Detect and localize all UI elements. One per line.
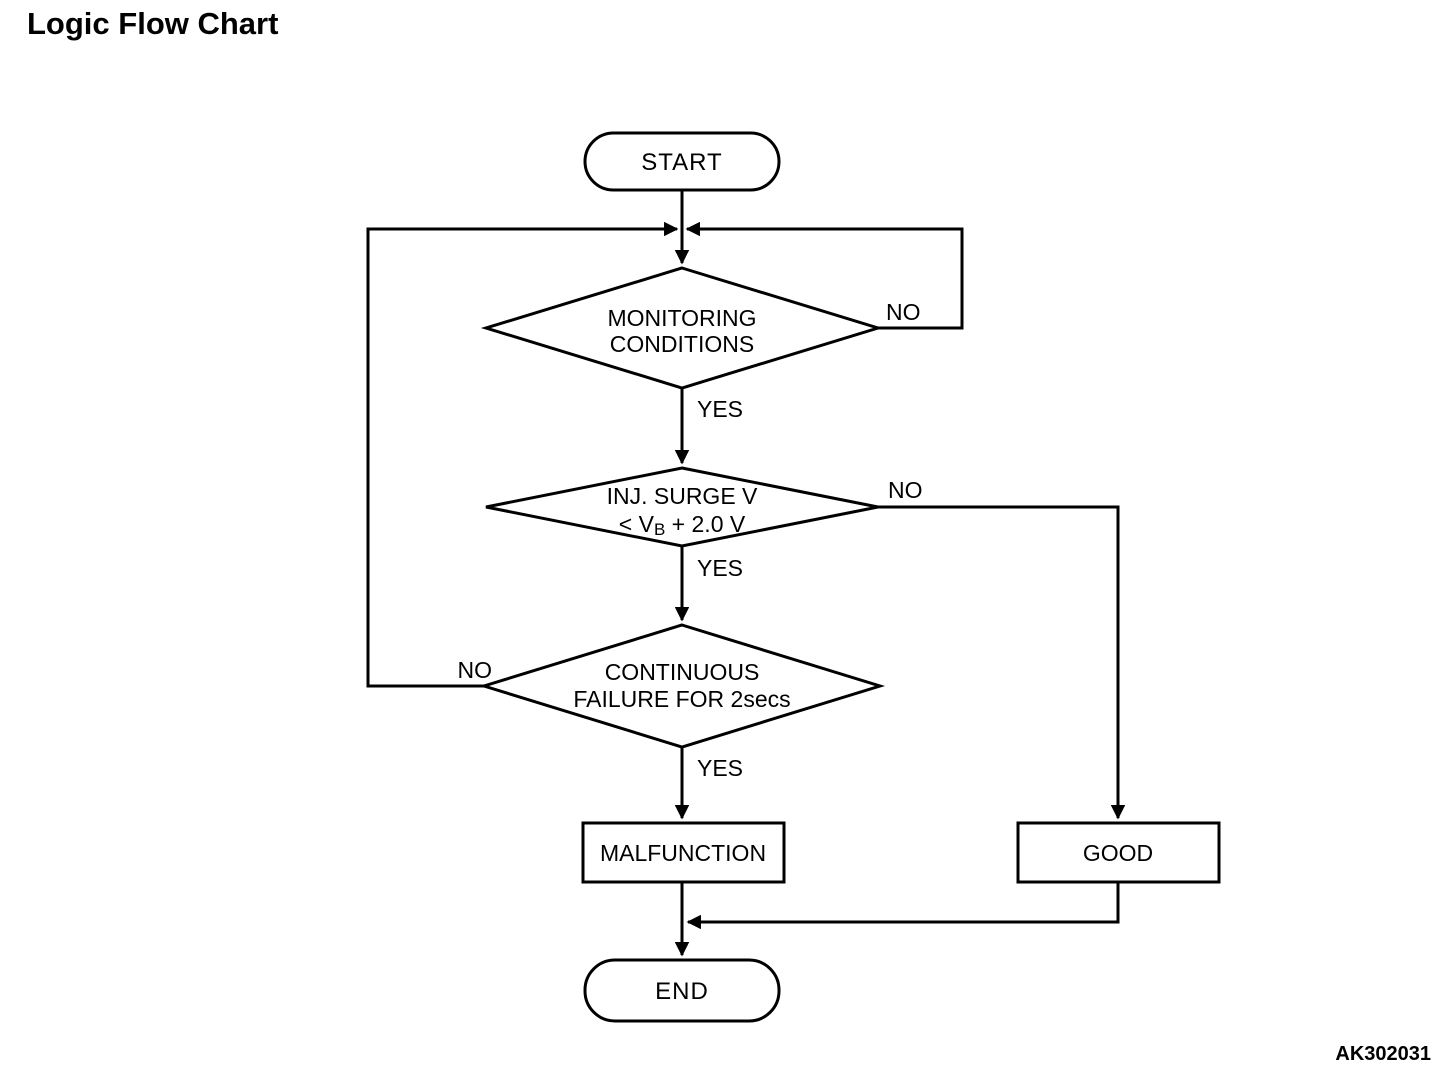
- surge-vb-subscript: B: [654, 520, 665, 539]
- edge-surge-no-to-good: [878, 505, 1126, 820]
- surge-yes-label: YES: [697, 555, 743, 581]
- continuous-yes-label: YES: [697, 755, 743, 781]
- edge-good-to-end: [686, 882, 1120, 930]
- page-title: Logic Flow Chart: [27, 6, 278, 41]
- end-label: END: [655, 978, 709, 1005]
- start-label: START: [641, 149, 722, 176]
- monitoring-no-label: NO: [886, 299, 921, 325]
- malfunction-box: [581, 821, 786, 884]
- decision-surge-shape: [485, 466, 879, 548]
- decision-monitoring-line1: MONITORING: [607, 305, 756, 331]
- decision-surge-line1: INJ. SURGE V: [607, 483, 758, 509]
- monitoring-yes-label: YES: [697, 396, 743, 422]
- decision-continuous-line2: FAILURE FOR 2secs: [573, 686, 790, 712]
- edge-monitoring-no-loop: [685, 221, 964, 330]
- end-node: [583, 958, 781, 1023]
- decision-continuous-line1: CONTINUOUS: [605, 659, 760, 685]
- decision-continuous-shape: [478, 623, 886, 749]
- surge-no-label: NO: [888, 477, 923, 503]
- figure-code: AK302031: [1335, 1043, 1431, 1065]
- continuous-no-label: NO: [458, 657, 493, 683]
- edge-continuous-no-loop: [366, 221, 679, 688]
- malfunction-label: MALFUNCTION: [600, 840, 766, 866]
- start-node: [583, 131, 781, 192]
- good-label: GOOD: [1083, 840, 1153, 866]
- good-box: [1016, 821, 1221, 884]
- decision-surge-line2: < VB + 2.0 V: [619, 511, 746, 539]
- decision-monitoring-line2: CONDITIONS: [610, 331, 754, 357]
- decision-monitoring-shape: [480, 266, 884, 390]
